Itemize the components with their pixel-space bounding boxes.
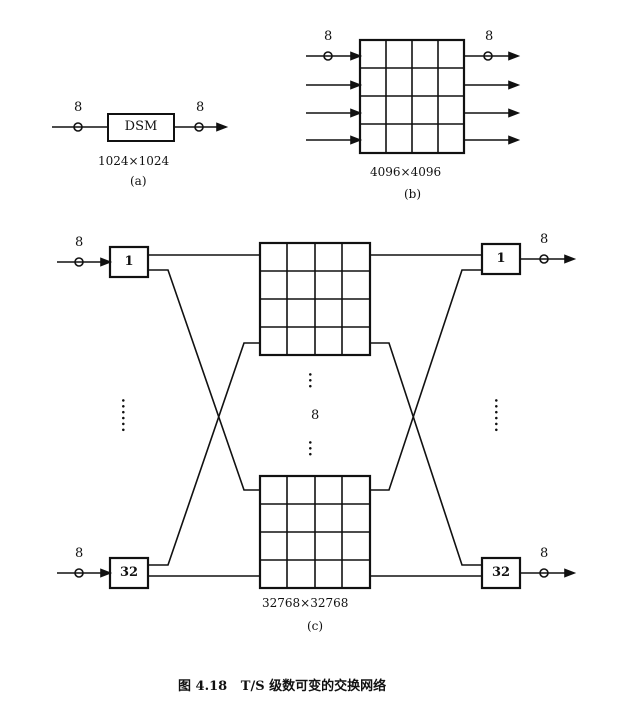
diagram-a-input-label: 8 [74,100,83,115]
block-32-right-label: 32 [491,565,511,580]
figure-title: 图 4.18 T/S 级数可变的交换网络 [178,679,387,694]
diagram-b-inputs [306,51,363,145]
block-1-left [108,245,150,279]
middle-ellipsis-bottom: ... [305,440,321,458]
bottom-input-label: 8 [75,546,84,561]
block-1-right-label: 1 [496,251,506,266]
diagram-b-caption: (b) [404,187,422,201]
block-1-left-label: 1 [124,254,134,269]
diagram-a-caption: (a) [130,174,147,188]
connections-right [370,254,482,577]
diagram-b-size: 4096×4096 [370,165,442,179]
diagram-c-caption: (c) [307,619,324,633]
connections-left [148,254,260,577]
middle-count-label: 8 [311,408,320,423]
diagram-b-input-label: 8 [324,29,333,44]
bottom-output-label: 8 [540,546,549,561]
diagram-b-output-label: 8 [485,29,494,44]
diagram-b-matrix [358,38,466,155]
left-ellipsis: ...... [118,398,134,434]
block-32-left-label: 32 [119,565,139,580]
diagram-c-right-outputs [520,254,577,578]
diagram-a-output-label: 8 [196,100,205,115]
switch-matrix-bottom [258,474,372,590]
diagram-c-left-inputs [57,257,113,578]
top-output-label: 8 [540,232,549,247]
right-ellipsis: ...... [491,398,507,434]
top-input-label: 8 [75,235,84,250]
switch-matrix-top [258,241,372,357]
diagram-b-outputs [464,51,521,145]
block-32-left [108,556,150,590]
dsm-block-label: DSM [124,119,158,134]
diagram-c-size: 32768×32768 [262,596,349,610]
diagram-a [52,113,229,142]
diagram-a-size: 1024×1024 [98,154,170,168]
middle-ellipsis-top: ... [305,372,321,390]
